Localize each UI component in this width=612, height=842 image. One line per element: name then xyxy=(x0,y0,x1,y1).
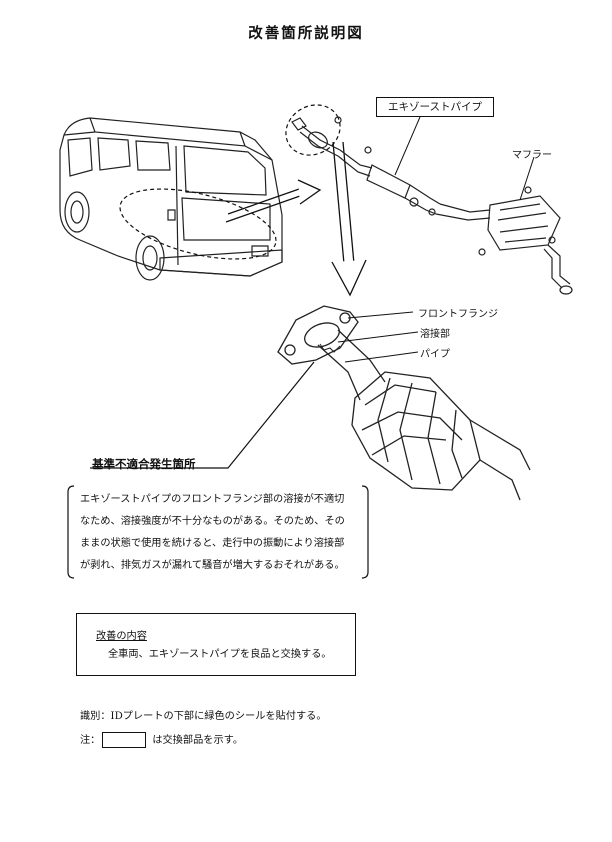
zoomed-flange-view xyxy=(277,305,531,501)
defect-line: が剥れ、排気ガスが漏れて騒音が増大するおそれがある。 xyxy=(80,560,345,571)
location-arrow xyxy=(225,179,322,223)
pipe-callout: パイプ xyxy=(420,349,450,360)
identification-note: 識別：IDプレートの下部に緑色のシールを貼付する。 xyxy=(80,711,327,722)
page-title: 改善箇所説明図 xyxy=(248,26,364,42)
zoom-leaders xyxy=(337,311,419,363)
exhaust-system-overview xyxy=(291,116,573,295)
improvement-box xyxy=(76,613,356,676)
improvement-body: 全車両、エキゾーストパイプを良品と交換する。 xyxy=(108,649,332,660)
defect-pointer xyxy=(90,361,315,469)
front-flange-callout: フロントフランジ xyxy=(418,309,498,320)
overview-leaders xyxy=(394,116,535,201)
improvement-heading: 改善の内容 xyxy=(96,631,147,642)
defect-line: ままの状態で使用を続けると、走行中の振動により溶接部 xyxy=(80,538,345,549)
description-bracket xyxy=(67,485,369,579)
location-dashed-ellipse xyxy=(119,188,277,260)
defect-description: エキゾーストパイプのフロントフランジ部の溶接が不適切 なため、溶接強度が不十分な… xyxy=(80,489,370,577)
zoom-arrow xyxy=(331,141,367,297)
muffler-callout: マフラー xyxy=(512,150,552,161)
weld-callout: 溶接部 xyxy=(420,329,450,340)
defect-location-title: 基準不適合発生箇所 xyxy=(92,457,196,471)
exhaust-pipe-callout: エキゾーストパイプ xyxy=(376,97,494,117)
replacement-part-legend-box xyxy=(102,732,147,748)
legend-prefix: 注： xyxy=(80,735,101,746)
legend-suffix: は交換部品を示す。 xyxy=(152,735,244,746)
defect-line: なため、溶接強度が不十分なものがある。そのため、その xyxy=(80,516,345,527)
van-illustration xyxy=(59,117,283,281)
flange-dashed-ellipse xyxy=(285,104,341,156)
legend-note: 注： は交換部品を示す。 xyxy=(80,731,243,748)
defect-line: エキゾーストパイプのフロントフランジ部の溶接が不適切 xyxy=(80,494,345,505)
